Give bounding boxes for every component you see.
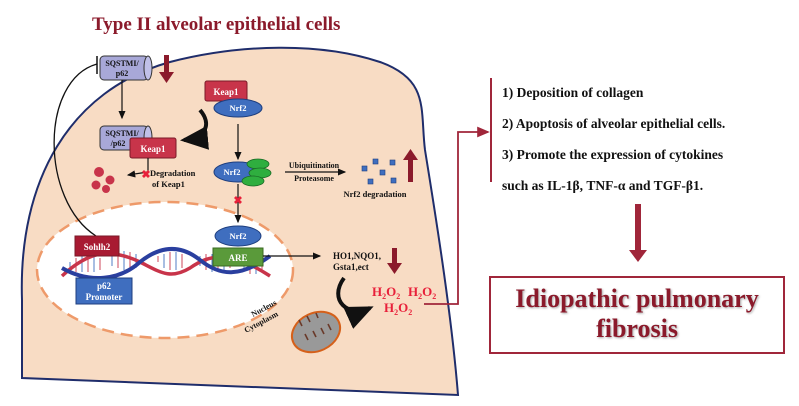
sqstm1-p62-top: SQSTMI/ p62 — [99, 55, 153, 81]
nrf2-ubiquitinated: Nrf2 — [213, 158, 272, 187]
curved-arrow-icon — [336, 276, 374, 329]
h2o2-label: H2O2 — [408, 284, 436, 301]
nrf2-fragments-icon — [361, 158, 397, 185]
proteasome-label: Proteasome — [294, 174, 334, 183]
down-arrow-icon — [629, 204, 647, 262]
nrf2-label: Nrf2 — [224, 167, 241, 177]
mitochondrion-icon — [290, 310, 342, 354]
degradation-label: Degradation — [150, 168, 196, 178]
sqstm1-label: SQSTMI/ — [105, 129, 139, 138]
p62-label: p62 — [116, 69, 128, 78]
nrf2-label: Nrf2 — [230, 231, 247, 241]
diagram-title: Type II alveolar epithelial cells — [92, 14, 341, 35]
block-x-icon: ✖ — [233, 195, 242, 207]
ubiquitin-icon — [241, 175, 265, 187]
sohlh2-box: Sohlh2 — [74, 235, 120, 257]
h2o2-molecules: H2O2 H2O2 H2O2 — [372, 284, 436, 317]
outcomes-list: 1) Deposition of collagen 2) Apoptosis o… — [502, 77, 725, 201]
down-arrow-icon — [159, 55, 174, 83]
outcome-item: 3) Promote the expression of cytokines — [502, 147, 724, 162]
arrow-icon — [126, 158, 149, 178]
keap1-nrf2-complex: Keap1 Nrf2 — [204, 80, 263, 118]
ipf-line2: fibrosis — [596, 314, 678, 343]
degradation-label: of Keap1 — [152, 179, 185, 189]
nrf2-degradation-label: Nrf2 degradation — [343, 189, 406, 199]
outcome-item: 1) Deposition of collagen — [502, 85, 644, 100]
p62-label: /p62 — [110, 139, 126, 148]
ubiquitin-icon — [246, 158, 270, 170]
are-box: ARE — [212, 247, 264, 267]
sohlh2-label: Sohlh2 — [84, 242, 111, 252]
promoter-label: Promoter — [86, 292, 123, 302]
target-genes-label: Gsta1,ect — [333, 262, 369, 272]
down-arrow-icon — [387, 248, 402, 274]
are-label: ARE — [228, 253, 247, 263]
block-x-icon: ✖ — [141, 169, 150, 181]
ipf-line1: Idiopathic pulmonary — [515, 284, 759, 313]
keap1-label: Keap1 — [213, 87, 239, 97]
curved-arrow-icon — [180, 108, 209, 150]
degraded-keap1-fragments-icon — [91, 167, 115, 193]
h2o2-label: H2O2 — [384, 300, 412, 317]
p62-label: p62 — [97, 281, 112, 291]
p62-promoter-box: p62 Promoter — [75, 277, 133, 305]
sqstm1-label: SQSTMI/ — [105, 59, 139, 68]
nuclear-nrf2: Nrf2 — [214, 225, 262, 247]
ubiquitination-label: Ubiquitination — [289, 161, 340, 170]
outcome-item: such as IL-1β, TNF-α and TGF-β1. — [502, 178, 704, 193]
keap1-label: Keap1 — [140, 144, 166, 154]
ipf-result-box: Idiopathic pulmonary fibrosis — [489, 276, 785, 354]
connector-line — [424, 126, 490, 305]
target-genes-label: HO1,NQO1, — [333, 251, 381, 261]
h2o2-label: H2O2 — [372, 284, 400, 301]
inhibition-line — [53, 63, 98, 237]
keap1-bound: Keap1 — [129, 137, 177, 159]
nrf2-label: Nrf2 — [230, 103, 247, 113]
outcome-item: 2) Apoptosis of alveolar epithelial cell… — [502, 116, 726, 131]
up-arrow-icon — [403, 149, 418, 182]
